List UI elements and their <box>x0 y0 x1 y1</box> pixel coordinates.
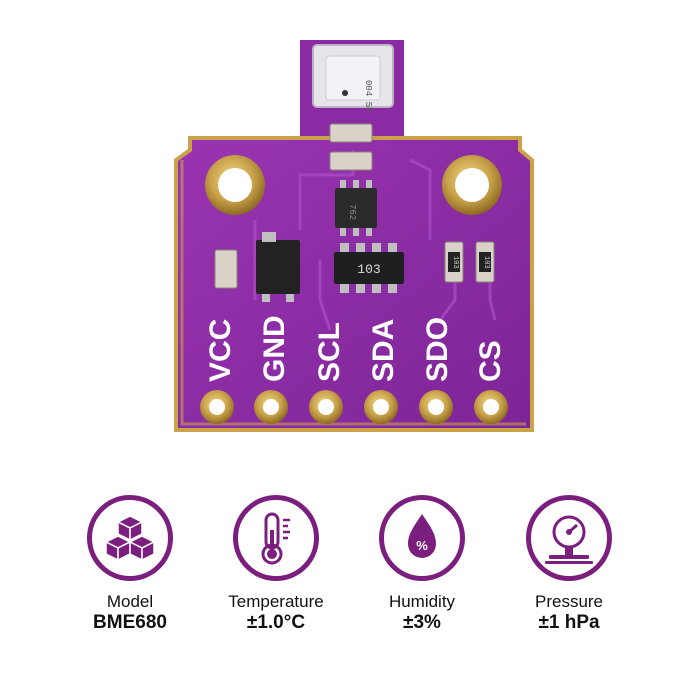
feature-temperature: Temperature ±1.0°C <box>201 495 351 634</box>
feature-label: Temperature <box>228 592 324 611</box>
pin-label-sda: SDA <box>367 319 400 382</box>
pin-label-sdo: SDO <box>421 317 454 382</box>
feature-model: Model BME680 <box>55 495 205 634</box>
chip-marking: 004 5P <box>363 80 373 112</box>
pin-label-vcc: VCC <box>204 319 237 382</box>
feature-humidity: % Humidity ±3% <box>347 495 497 634</box>
feature-value: ±1 hPa <box>538 612 600 633</box>
pin-label-cs: CS <box>474 340 507 382</box>
mosfet <box>256 240 300 294</box>
feature-label: Model <box>106 592 154 611</box>
svg-text:%: % <box>416 538 428 553</box>
thermometer-icon <box>233 495 319 581</box>
feature-value: BME680 <box>93 612 167 633</box>
pin-header <box>200 390 508 424</box>
cubes-icon <box>87 495 173 581</box>
droplet-icon: % <box>379 495 465 581</box>
feature-pressure: Pressure ±1 hPa <box>494 495 644 634</box>
resistor-array <box>334 252 404 284</box>
resistor-array-marking: 103 <box>357 262 380 277</box>
feature-value: ±1.0°C <box>246 612 306 633</box>
feature-label: Humidity <box>388 592 456 611</box>
pin-label-gnd: GND <box>258 315 291 382</box>
feature-label: Pressure <box>534 592 604 611</box>
sensor-board-photo: 004 5P 762 103 103 103 VCC <box>174 40 534 432</box>
feature-value: ±3% <box>403 612 441 633</box>
regulator-ic <box>335 188 377 228</box>
regulator-marking: 762 <box>347 204 357 220</box>
pin-label-scl: SCL <box>313 322 346 382</box>
small-resistor-1-marking: 103 <box>451 256 459 269</box>
small-resistor-2-marking: 103 <box>482 256 490 269</box>
gauge-icon <box>526 495 612 581</box>
